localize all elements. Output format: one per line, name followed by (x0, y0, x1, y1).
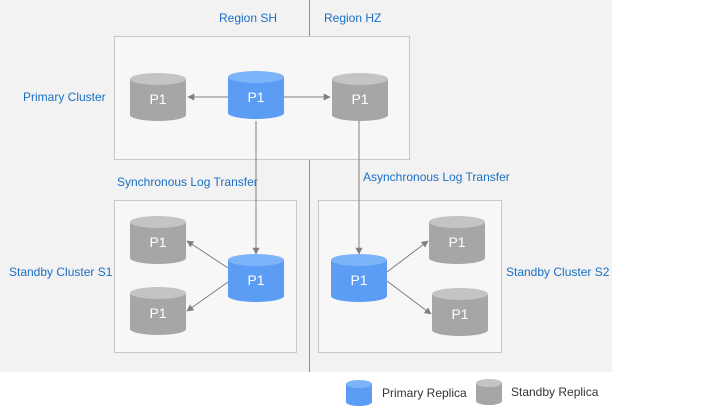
replica-label: P1 (247, 89, 265, 105)
replica-label: P1 (350, 272, 368, 288)
region-sh-label: Region SH (219, 11, 278, 25)
standby-cluster-s2-label: Standby Cluster S2 (506, 265, 610, 279)
arrow-s1-to-bottom (186, 281, 229, 312)
arrow-s1-to-top (186, 240, 229, 269)
replica-label: P1 (451, 306, 469, 322)
standby-cluster-s1-label: Standby Cluster S1 (9, 265, 113, 279)
primary-replica-cylinder: P1 (228, 254, 284, 306)
standby-replica-cylinder: P1 (130, 73, 186, 125)
standby-replica-legend-icon (476, 379, 502, 405)
region-hz-label: Region HZ (324, 11, 382, 25)
primary-replica-cylinder: P1 (331, 254, 387, 306)
standby-replica-legend-label: Standby Replica (511, 385, 599, 399)
replica-label: P1 (149, 91, 167, 107)
standby-replica-cylinder: P1 (432, 288, 488, 340)
standby-replica-cylinder: P1 (130, 287, 186, 339)
arrow-s2-to-bottom (386, 280, 432, 315)
replica-label: P1 (149, 234, 167, 250)
async-log-transfer-label: Asynchronous Log Transfer (363, 170, 510, 184)
replica-label: P1 (351, 91, 369, 107)
primary-cluster-label: Primary Cluster (23, 90, 106, 104)
standby-replica-cylinder: P1 (130, 216, 186, 268)
standby-replica-cylinder: P1 (332, 73, 388, 125)
replica-label: P1 (448, 234, 466, 250)
replica-label: P1 (247, 272, 265, 288)
primary-replica-legend-icon (346, 380, 372, 406)
sync-log-transfer-label: Synchronous Log Transfer (117, 175, 258, 189)
primary-replica-cylinder: P1 (228, 71, 284, 123)
arrow-s2-to-top (386, 240, 429, 273)
standby-replica-cylinder: P1 (429, 216, 485, 268)
primary-replica-legend-label: Primary Replica (382, 386, 467, 400)
region-divider (309, 0, 310, 372)
replica-label: P1 (149, 305, 167, 321)
